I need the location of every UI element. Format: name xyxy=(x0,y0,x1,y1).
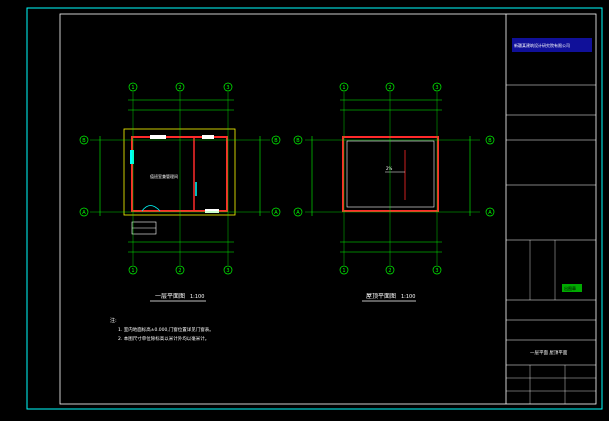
axis-bubble-A-right: A xyxy=(271,207,281,217)
axis-bubble-2-bottom: 2 xyxy=(385,265,395,275)
svg-text:B: B xyxy=(488,138,492,144)
svg-text:A: A xyxy=(296,210,300,216)
notes-line-2: 2. 本图尺寸单位除标高以米计外均以毫米计。 xyxy=(118,335,209,342)
axis-bubble-B-right: B xyxy=(485,135,495,145)
parapet-line xyxy=(346,140,435,208)
svg-text:2: 2 xyxy=(388,268,391,274)
svg-text:2: 2 xyxy=(388,85,391,91)
plan-scale: 1:100 xyxy=(190,294,204,300)
svg-text:2: 2 xyxy=(178,268,181,274)
window-south xyxy=(205,209,219,213)
ground-floor-plan: 值班室兼管理间 1 2 3 1 2 xyxy=(79,82,281,302)
svg-text:B: B xyxy=(82,138,86,144)
notes-block: 注: 1. 室内地面标高±0.000,门窗位置详见门窗表。 2. 本图尺寸单位除… xyxy=(110,317,214,342)
notes-line-1: 1. 室内地面标高±0.000,门窗位置详见门窗表。 xyxy=(118,326,214,333)
axis-bubble-3-bottom: 3 xyxy=(432,265,442,275)
axis-bubble-B-left: B xyxy=(293,135,303,145)
roof-outline xyxy=(342,136,439,212)
svg-text:3: 3 xyxy=(435,85,438,91)
axis-bubble-2: 2 xyxy=(175,82,185,92)
axis-bubble-A-right: A xyxy=(485,207,495,217)
door-swing xyxy=(141,205,161,212)
svg-text:3: 3 xyxy=(226,268,229,274)
drawing-border xyxy=(26,7,603,410)
slope-label: 2% xyxy=(386,166,393,171)
svg-text:A: A xyxy=(488,210,492,216)
axis-bubble-3-bottom: 3 xyxy=(223,265,233,275)
company-banner xyxy=(512,38,592,52)
title-block: 新疆某建筑设计研究院有限公司 一层平面 屋顶平面 出图章 xyxy=(505,14,596,404)
exterior-wall xyxy=(131,136,228,212)
axis-bubble-2-bottom: 2 xyxy=(175,265,185,275)
room-label: 值班室兼管理间 xyxy=(150,173,178,179)
plan-title: 屋顶平面图 xyxy=(366,293,396,300)
svg-text:1: 1 xyxy=(131,268,134,274)
inner-frame xyxy=(59,13,597,405)
axis-bubble-A-left: A xyxy=(293,207,303,217)
axis-bubble-3: 3 xyxy=(223,82,233,92)
axis-bubble-1: 1 xyxy=(339,82,349,92)
svg-text:1: 1 xyxy=(131,85,134,91)
approval-stamp xyxy=(562,284,582,292)
svg-text:3: 3 xyxy=(435,268,438,274)
window-north-2 xyxy=(202,135,214,139)
axis-bubble-3: 3 xyxy=(432,82,442,92)
company-name: 新疆某建筑设计研究院有限公司 xyxy=(514,42,570,48)
axis-bubble-1: 1 xyxy=(128,82,138,92)
plan-title: 一层平面图 xyxy=(155,293,185,300)
svg-text:1: 1 xyxy=(342,268,345,274)
svg-text:B: B xyxy=(296,138,300,144)
plan-scale: 1:100 xyxy=(401,294,415,300)
drawing-name: 一层平面 屋顶平面 xyxy=(530,350,568,356)
axis-bubble-B-left: B xyxy=(79,135,89,145)
svg-text:A: A xyxy=(82,210,86,216)
roof-plan: 2% 1 2 3 1 2 xyxy=(293,82,495,302)
axis-bubble-A-left: A xyxy=(79,207,89,217)
eave-outline xyxy=(123,128,236,216)
notes-heading: 注: xyxy=(110,317,117,324)
svg-text:B: B xyxy=(274,138,278,144)
axis-bubble-1-bottom: 1 xyxy=(339,265,349,275)
axis-bubble-2: 2 xyxy=(385,82,395,92)
stamp-label: 出图章 xyxy=(564,285,576,291)
axis-bubble-1-bottom: 1 xyxy=(128,265,138,275)
svg-text:2: 2 xyxy=(178,85,181,91)
svg-text:3: 3 xyxy=(226,85,229,91)
window-north-1 xyxy=(150,135,166,139)
door-west xyxy=(130,150,134,164)
axis-bubble-B-right: B xyxy=(271,135,281,145)
svg-text:1: 1 xyxy=(342,85,345,91)
svg-text:A: A xyxy=(274,210,278,216)
